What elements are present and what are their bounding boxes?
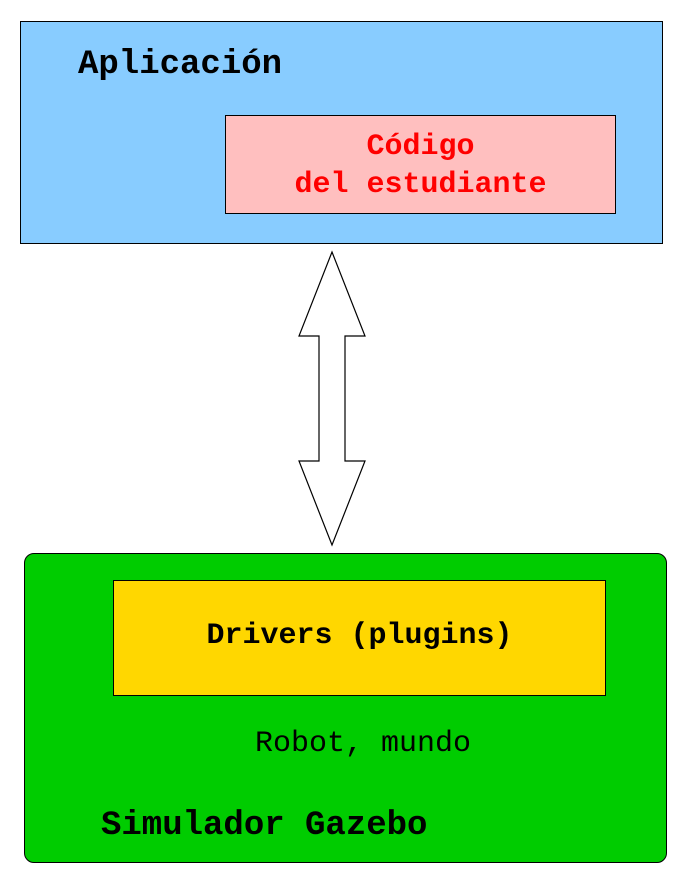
student-code-box: Código del estudiante — [225, 115, 616, 214]
drivers-label: Drivers (plugins) — [206, 619, 513, 653]
simulator-box: Drivers (plugins) Robot, mundo Simulador… — [24, 553, 667, 863]
double-arrow-vertical-icon — [298, 250, 366, 547]
simulator-title: Simulador Gazebo — [101, 807, 428, 845]
application-box: Aplicación Código del estudiante — [20, 21, 663, 244]
application-title: Aplicación — [78, 46, 283, 84]
robot-world-label: Robot, mundo — [255, 727, 472, 761]
drivers-box: Drivers (plugins) — [113, 580, 606, 696]
student-code-label: Código del estudiante — [294, 130, 547, 202]
